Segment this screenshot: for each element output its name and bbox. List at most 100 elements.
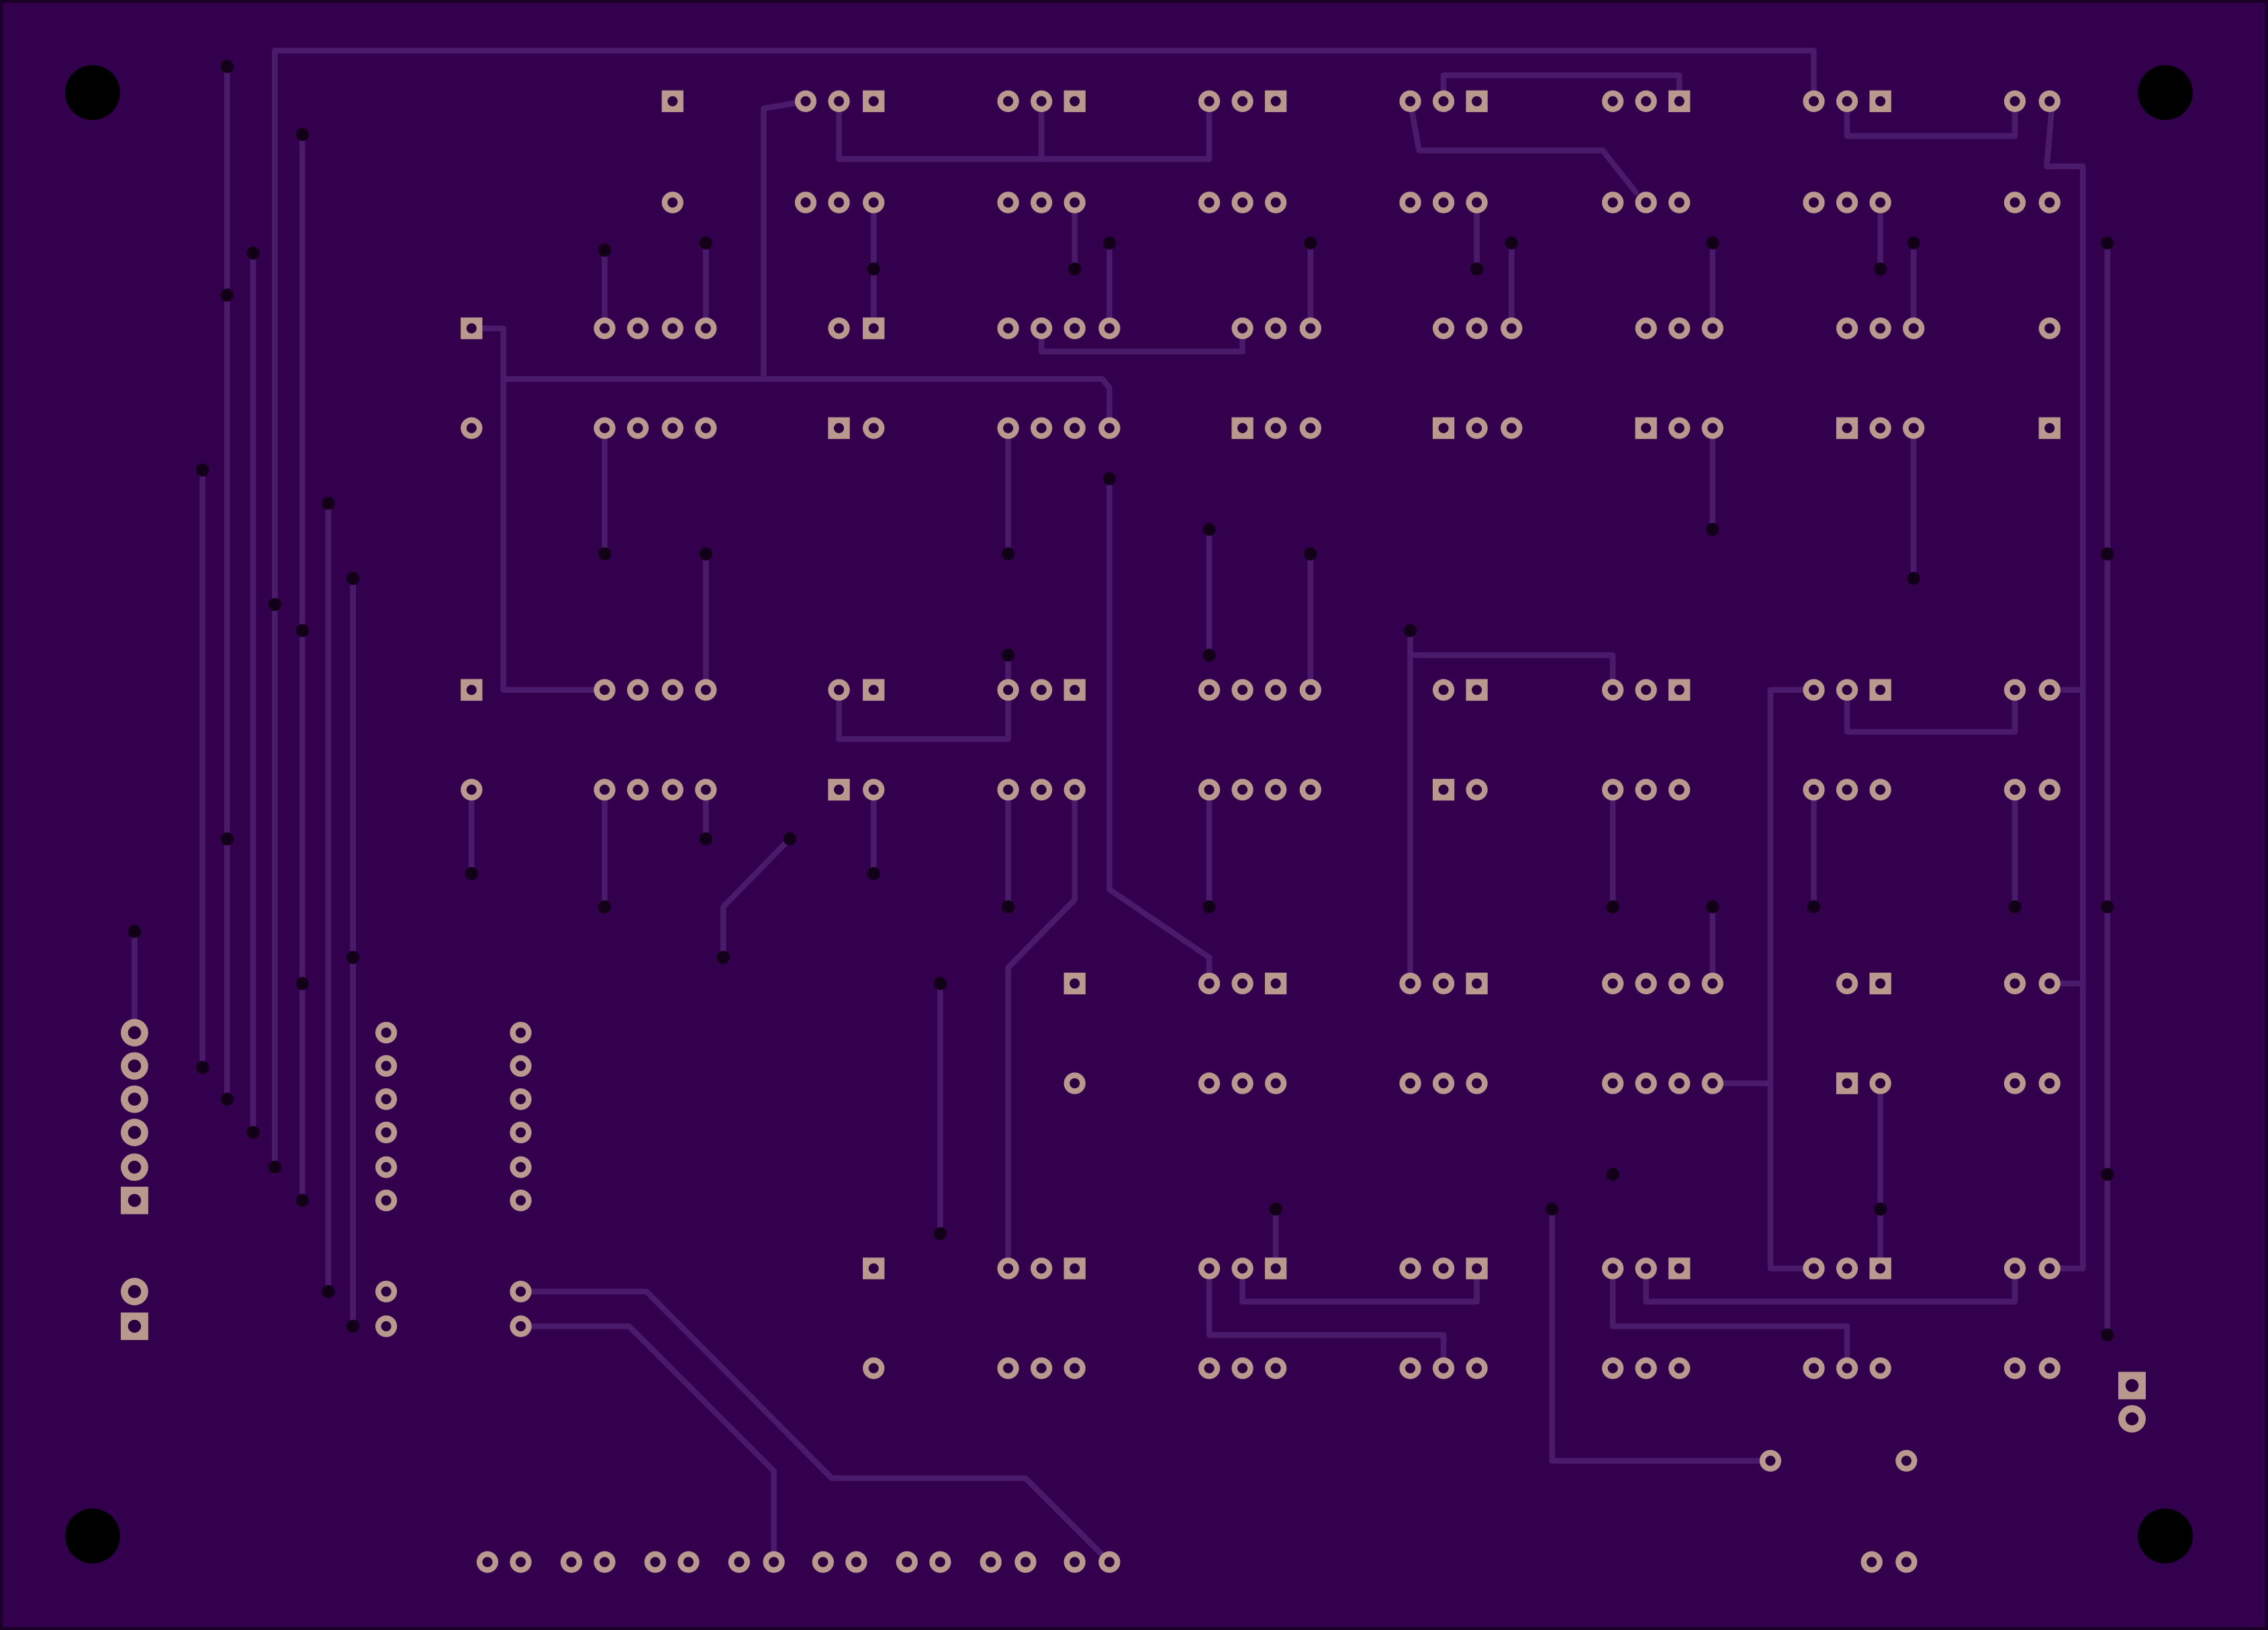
pad-hole xyxy=(868,1363,879,1374)
pad-hole xyxy=(2044,685,2055,696)
pad-hole xyxy=(1020,1557,1031,1568)
pad-hole xyxy=(667,96,678,107)
via xyxy=(2101,236,2114,250)
pad-hole xyxy=(1765,1455,1776,1466)
pad-hole xyxy=(2044,197,2055,208)
pad-hole xyxy=(1237,96,1248,107)
pad-hole xyxy=(1270,1363,1281,1374)
pad-hole xyxy=(1003,323,1014,334)
pad-hole xyxy=(1674,323,1685,334)
copper-trace xyxy=(1844,98,2018,139)
pad-hole xyxy=(1842,1263,1852,1274)
pad-hole xyxy=(1875,197,1886,208)
pad-hole xyxy=(466,685,477,696)
pad-hole xyxy=(1808,685,1820,696)
pad-hole xyxy=(1472,197,1482,208)
pad-hole xyxy=(1405,978,1416,989)
via xyxy=(220,288,234,302)
pad-hole xyxy=(700,323,711,334)
copper-trace xyxy=(1643,1265,2018,1305)
pad-hole xyxy=(1270,96,1281,107)
via xyxy=(295,128,309,142)
pad-hole xyxy=(1438,1263,1449,1274)
pad-hole xyxy=(868,685,879,696)
pad-hole xyxy=(1641,323,1652,334)
pad-hole xyxy=(1036,1363,1047,1374)
pad-hole xyxy=(1237,685,1248,696)
pad-hole xyxy=(1808,784,1820,795)
via xyxy=(2101,547,2114,561)
via xyxy=(1202,649,1216,662)
copper-trace xyxy=(1106,475,1213,987)
pad-hole xyxy=(1036,1263,1047,1274)
pad-hole xyxy=(1674,784,1685,795)
pad-hole xyxy=(1875,1078,1886,1089)
via xyxy=(1807,900,1821,914)
pad-hole xyxy=(2044,1078,2055,1089)
via xyxy=(1907,572,1920,585)
pad-hole xyxy=(1674,1263,1685,1274)
pad-hole xyxy=(466,323,477,334)
pad-hole xyxy=(1270,323,1281,334)
via xyxy=(716,951,730,964)
pad-hole xyxy=(632,423,643,434)
via xyxy=(2008,900,2022,914)
pad-hole xyxy=(1438,685,1449,696)
pad-hole xyxy=(1607,1263,1618,1274)
pad-hole xyxy=(381,1195,391,1206)
pad-hole xyxy=(381,1286,391,1297)
pad-hole xyxy=(2044,1363,2055,1374)
pad-hole xyxy=(1305,423,1316,434)
via xyxy=(295,1194,309,1207)
pad-hole xyxy=(833,784,845,795)
pad-hole xyxy=(1641,423,1652,434)
pad-hole xyxy=(1237,423,1248,434)
via xyxy=(1269,1202,1282,1216)
pad-hole xyxy=(1270,685,1281,696)
pad-hole xyxy=(1305,323,1316,334)
pad-hole xyxy=(381,1162,391,1173)
copper-trace xyxy=(1407,652,1616,693)
via xyxy=(1001,900,1015,914)
via xyxy=(783,832,796,846)
pad-hole xyxy=(1104,323,1115,334)
pad-hole xyxy=(1472,978,1482,989)
pad-hole xyxy=(516,1027,526,1038)
via xyxy=(1907,236,1920,250)
pad-hole xyxy=(1036,423,1047,434)
pad-hole xyxy=(516,1557,526,1568)
pad-hole xyxy=(667,197,678,208)
pad-hole xyxy=(1674,423,1685,434)
copper-trace xyxy=(1206,1265,1447,1372)
pad-hole xyxy=(1808,197,1820,208)
pad-hole xyxy=(1270,423,1281,434)
pad-hole xyxy=(1405,96,1416,107)
via xyxy=(1470,262,1484,276)
pad-hole xyxy=(381,1127,391,1138)
pad-hole xyxy=(1867,1557,1877,1568)
pad-hole xyxy=(1842,784,1852,795)
copper-trace xyxy=(836,98,1213,162)
pad-hole xyxy=(868,1263,879,1274)
pad-hole xyxy=(1842,96,1852,107)
pad-hole xyxy=(1204,978,1215,989)
via xyxy=(295,624,309,638)
pad-hole xyxy=(667,323,678,334)
pad-hole xyxy=(599,1557,610,1568)
pad-hole xyxy=(128,1126,142,1139)
pad-hole xyxy=(1270,197,1281,208)
copper-trace xyxy=(1407,98,1639,195)
pad-hole xyxy=(1003,1263,1014,1274)
pad-hole xyxy=(1674,1363,1685,1374)
pad-hole xyxy=(1875,423,1886,434)
pad-hole xyxy=(599,685,610,696)
via xyxy=(2101,900,2114,914)
via xyxy=(220,832,234,846)
pad-hole xyxy=(1808,1263,1820,1274)
pad-hole xyxy=(1674,685,1685,696)
pad-hole xyxy=(1405,1263,1416,1274)
pad-hole xyxy=(1472,96,1482,107)
pad-hole xyxy=(516,1127,526,1138)
pad-hole xyxy=(1003,685,1014,696)
via xyxy=(1706,522,1719,536)
